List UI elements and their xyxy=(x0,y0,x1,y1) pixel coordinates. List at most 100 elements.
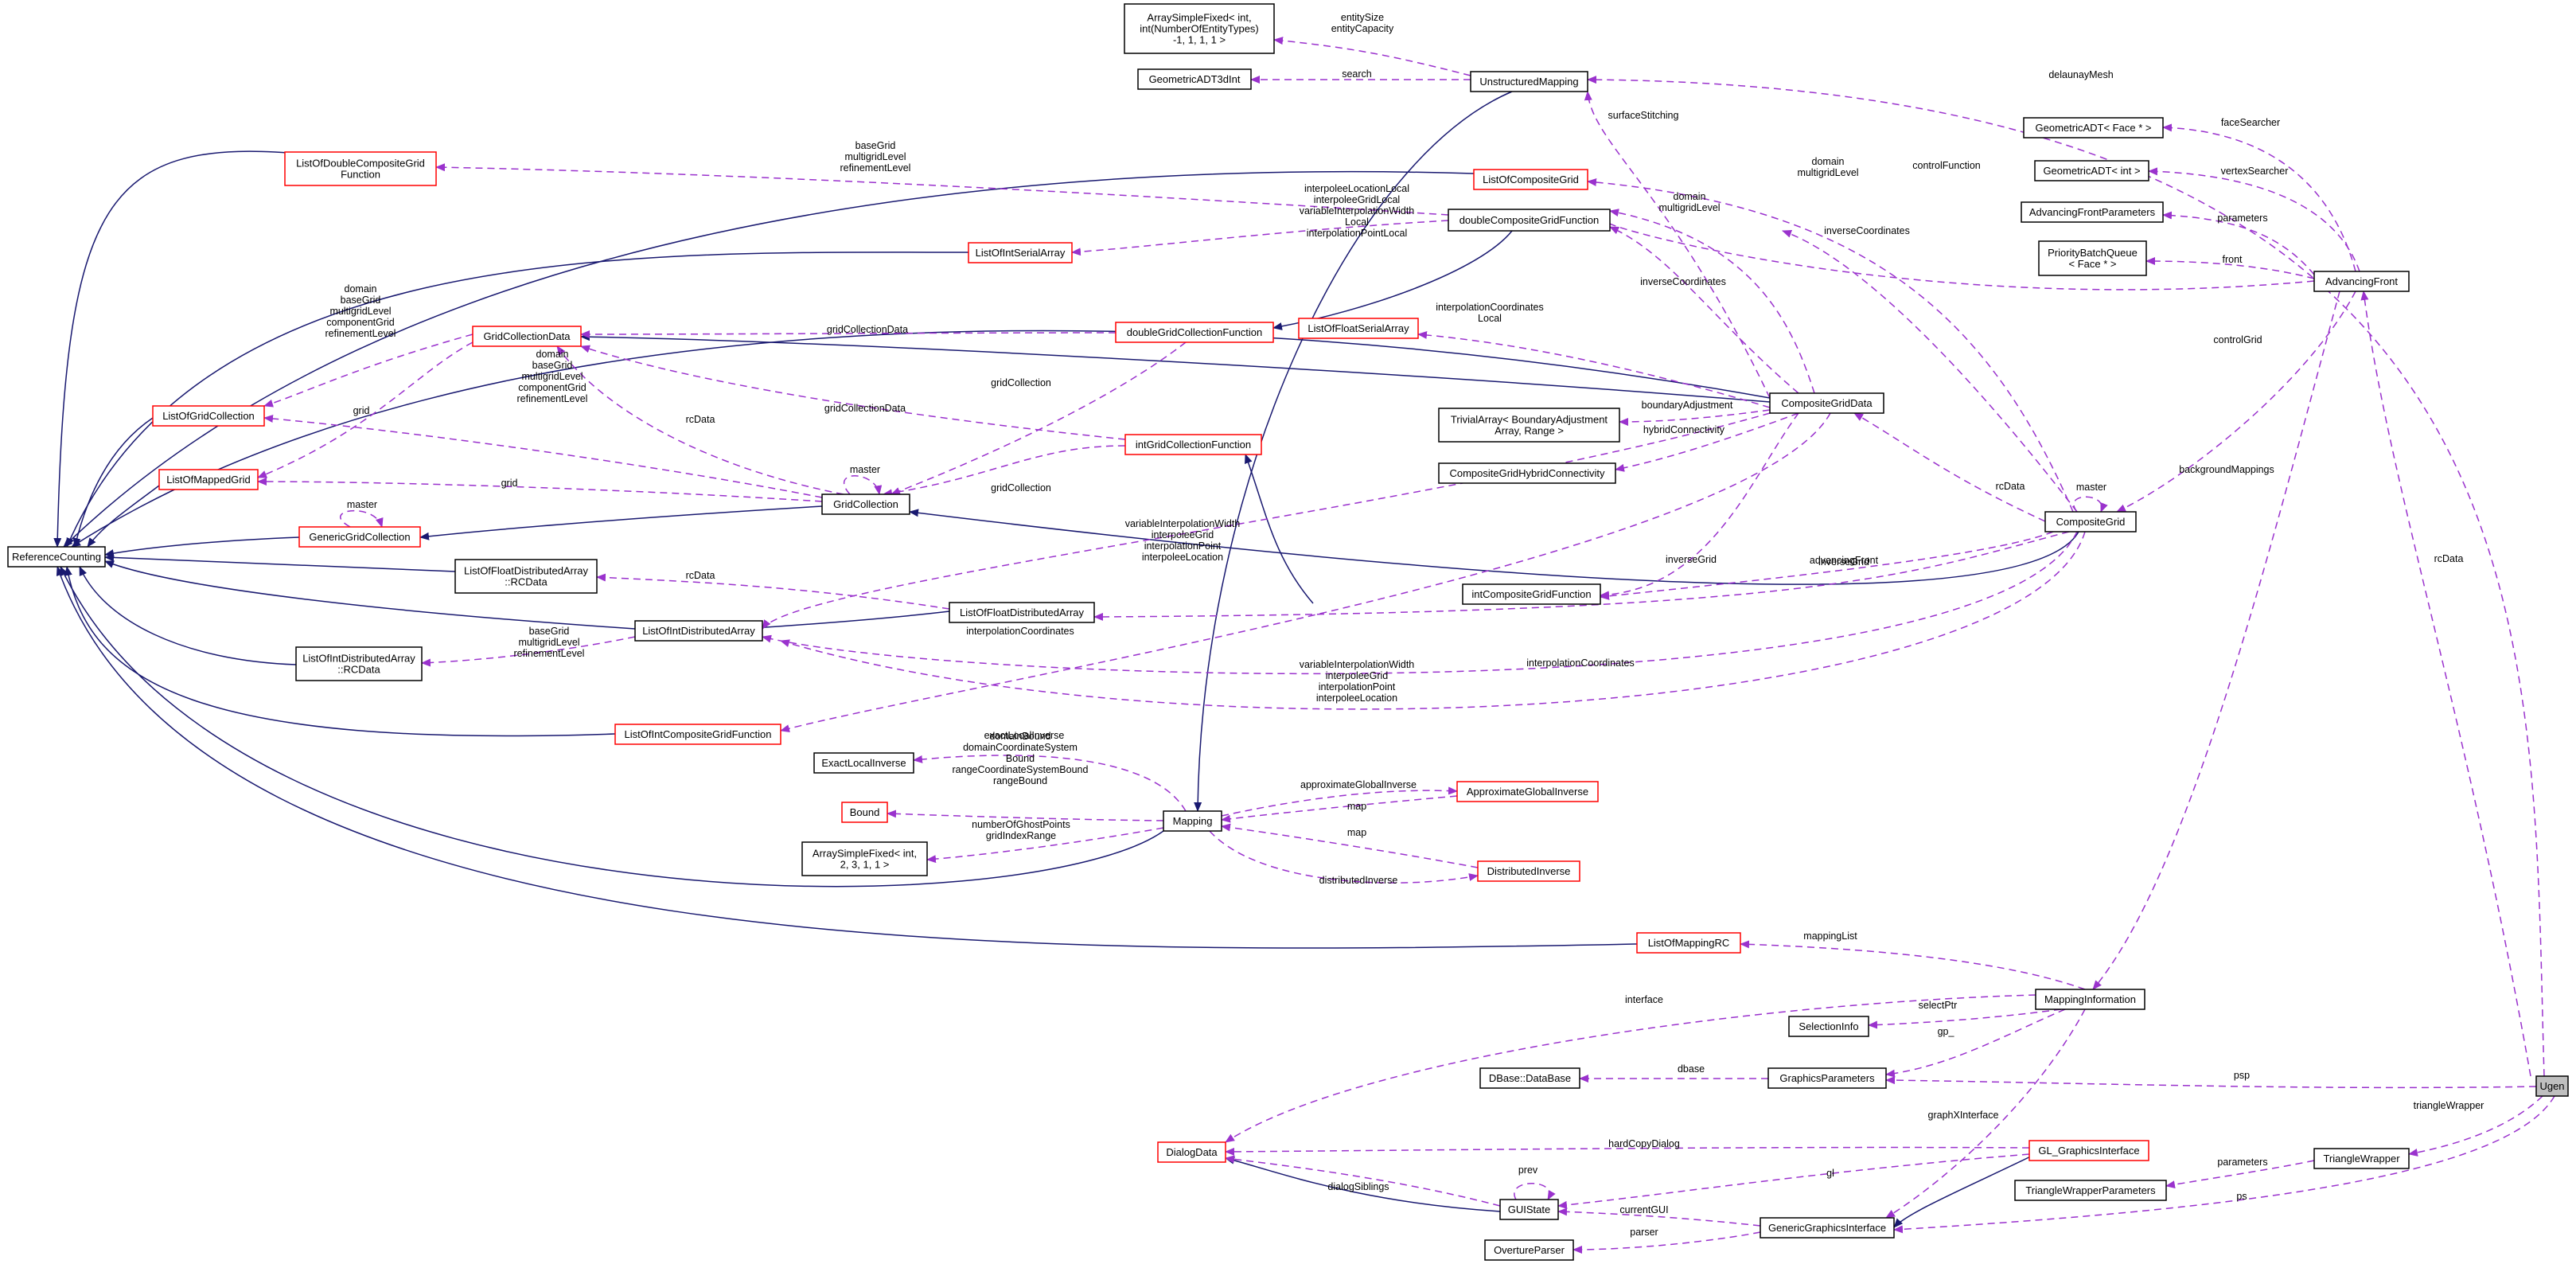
class-node-grid-collection[interactable]: GridCollection xyxy=(821,494,910,515)
class-box[interactable] xyxy=(2014,1180,2167,1201)
class-node-list-of-int-distributed-array[interactable]: ListOfIntDistributedArray xyxy=(634,620,763,642)
class-node-list-of-float-distributed-array-rcdata[interactable]: ListOfFloatDistributedArray::RCData xyxy=(454,559,598,594)
class-box[interactable] xyxy=(1438,408,1620,443)
class-node-unstructured-mapping[interactable]: UnstructuredMapping xyxy=(1470,71,1588,92)
class-node-advancing-front-parameters[interactable]: AdvancingFrontParameters xyxy=(2021,201,2164,223)
class-box[interactable] xyxy=(472,326,582,347)
class-box[interactable] xyxy=(2023,117,2164,138)
class-box[interactable] xyxy=(1788,1016,1869,1037)
class-node-priority-batch-queue[interactable]: PriorityBatchQueue< Face * > xyxy=(2038,240,2147,276)
class-node-composite-grid[interactable]: CompositeGrid xyxy=(2044,511,2137,533)
class-node-generic-graphics-interface[interactable]: GenericGraphicsInterface xyxy=(1760,1217,1895,1239)
class-box[interactable] xyxy=(1163,810,1222,832)
class-box[interactable] xyxy=(1636,932,1741,954)
class-node-geometric-adtint[interactable]: GeometricADT< int > xyxy=(2034,160,2149,181)
class-box[interactable] xyxy=(801,841,928,876)
class-box[interactable] xyxy=(2028,1140,2149,1161)
class-node-composite-grid-data[interactable]: CompositeGridData xyxy=(1769,392,1884,414)
class-node-list-of-mapping-rc[interactable]: ListOfMappingRC xyxy=(1636,932,1741,954)
class-box[interactable] xyxy=(2313,1148,2410,1169)
class-box[interactable] xyxy=(2034,160,2149,181)
class-box[interactable] xyxy=(2035,989,2145,1010)
class-node-glgraphics-interface[interactable]: GL_GraphicsInterface xyxy=(2028,1140,2149,1161)
class-box[interactable] xyxy=(1769,392,1884,414)
class-node-ugen[interactable]: Ugen xyxy=(2535,1075,2569,1097)
class-node-geometric-adt3d-int[interactable]: GeometricADT3dInt xyxy=(1137,68,1252,90)
class-box[interactable] xyxy=(1477,860,1580,882)
class-node-double-composite-grid-function[interactable]: doubleCompositeGridFunction xyxy=(1448,209,1611,232)
class-box[interactable] xyxy=(295,646,423,681)
class-node-advancing-front[interactable]: AdvancingFront xyxy=(2313,271,2410,292)
class-node-double-grid-collection-function[interactable]: doubleGridCollectionFunction xyxy=(1115,322,1274,343)
class-box[interactable] xyxy=(1470,71,1588,92)
class-node-generic-grid-collection[interactable]: GenericGridCollection xyxy=(298,526,421,548)
class-node-selection-info[interactable]: SelectionInfo xyxy=(1788,1016,1869,1037)
class-box[interactable] xyxy=(841,802,888,823)
class-node-grid-collection-data[interactable]: GridCollectionData xyxy=(472,326,582,347)
class-box[interactable] xyxy=(1462,583,1601,605)
class-box[interactable] xyxy=(454,559,598,594)
class-node-list-of-mapped-grid[interactable]: ListOfMappedGrid xyxy=(158,469,259,490)
class-node-triangle-wrapper[interactable]: TriangleWrapper xyxy=(2313,1148,2410,1169)
class-node-list-of-float-serial-array[interactable]: ListOfFloatSerialArray xyxy=(1298,318,1419,339)
class-node-bound[interactable]: Bound xyxy=(841,802,888,823)
class-box[interactable] xyxy=(1157,1141,1226,1163)
class-box[interactable] xyxy=(1484,1239,1574,1261)
class-node-list-of-int-composite-grid-function[interactable]: ListOfIntCompositeGridFunction xyxy=(614,724,781,745)
class-node-triangle-wrapper-parameters[interactable]: TriangleWrapperParameters xyxy=(2014,1180,2167,1201)
class-node-guistate[interactable]: GUIState xyxy=(1499,1199,1559,1220)
class-box[interactable] xyxy=(1448,209,1611,232)
class-node-reference-counting[interactable]: ReferenceCounting xyxy=(7,546,106,568)
class-box[interactable] xyxy=(1115,322,1274,343)
class-box[interactable] xyxy=(284,151,437,186)
class-node-array-simple-fixed-num-entity[interactable]: ArraySimpleFixed< int,int(NumberOfEntity… xyxy=(1124,3,1275,54)
class-box[interactable] xyxy=(968,242,1073,263)
class-box[interactable] xyxy=(634,620,763,642)
class-box[interactable] xyxy=(1137,68,1252,90)
class-node-graphics-parameters[interactable]: GraphicsParameters xyxy=(1767,1067,1887,1089)
class-node-dialog-data[interactable]: DialogData xyxy=(1157,1141,1226,1163)
class-box[interactable] xyxy=(1473,169,1588,190)
class-node-list-of-int-distributed-array-rcdata[interactable]: ListOfIntDistributedArray::RCData xyxy=(295,646,423,681)
class-node-distributed-inverse[interactable]: DistributedInverse xyxy=(1477,860,1580,882)
class-node-exact-local-inverse[interactable]: ExactLocalInverse xyxy=(813,752,914,774)
class-box[interactable] xyxy=(298,526,421,548)
class-node-composite-grid-hybrid-connectivity[interactable]: CompositeGridHybridConnectivity xyxy=(1438,462,1616,484)
class-box[interactable] xyxy=(2038,240,2147,276)
class-box[interactable] xyxy=(1456,781,1599,802)
class-box[interactable] xyxy=(949,602,1095,623)
class-box[interactable] xyxy=(1760,1217,1895,1239)
class-node-int-composite-grid-function[interactable]: intCompositeGridFunction xyxy=(1462,583,1601,605)
class-node-mapping[interactable]: Mapping xyxy=(1163,810,1222,832)
class-node-array-simple-fixed2311[interactable]: ArraySimpleFixed< int,2, 3, 1, 1 > xyxy=(801,841,928,876)
class-node-list-of-float-distributed-array[interactable]: ListOfFloatDistributedArray xyxy=(949,602,1095,623)
class-box[interactable] xyxy=(1479,1067,1580,1089)
class-box[interactable] xyxy=(2535,1075,2569,1097)
class-box[interactable] xyxy=(1438,462,1616,484)
class-box[interactable] xyxy=(1767,1067,1887,1089)
class-node-geometric-adtface[interactable]: GeometricADT< Face * > xyxy=(2023,117,2164,138)
class-box[interactable] xyxy=(1124,3,1275,54)
class-box[interactable] xyxy=(7,546,106,568)
class-box[interactable] xyxy=(2021,201,2164,223)
class-node-mapping-information[interactable]: MappingInformation xyxy=(2035,989,2145,1010)
class-box[interactable] xyxy=(2044,511,2137,533)
class-node-list-of-int-serial-array[interactable]: ListOfIntSerialArray xyxy=(968,242,1073,263)
class-node-approximate-global-inverse[interactable]: ApproximateGlobalInverse xyxy=(1456,781,1599,802)
class-box[interactable] xyxy=(1298,318,1419,339)
class-node-int-grid-collection-function[interactable]: intGridCollectionFunction xyxy=(1124,434,1262,455)
class-node-overture-parser[interactable]: OvertureParser xyxy=(1484,1239,1574,1261)
class-box[interactable] xyxy=(614,724,781,745)
class-box[interactable] xyxy=(821,494,910,515)
class-node-dbase-data-base[interactable]: DBase::DataBase xyxy=(1479,1067,1580,1089)
class-box[interactable] xyxy=(2313,271,2410,292)
class-box[interactable] xyxy=(813,752,914,774)
class-box[interactable] xyxy=(1499,1199,1559,1220)
class-box[interactable] xyxy=(1124,434,1262,455)
class-node-list-of-composite-grid[interactable]: ListOfCompositeGrid xyxy=(1473,169,1588,190)
class-box[interactable] xyxy=(158,469,259,490)
class-node-list-of-grid-collection[interactable]: ListOfGridCollection xyxy=(152,405,265,427)
class-box[interactable] xyxy=(152,405,265,427)
